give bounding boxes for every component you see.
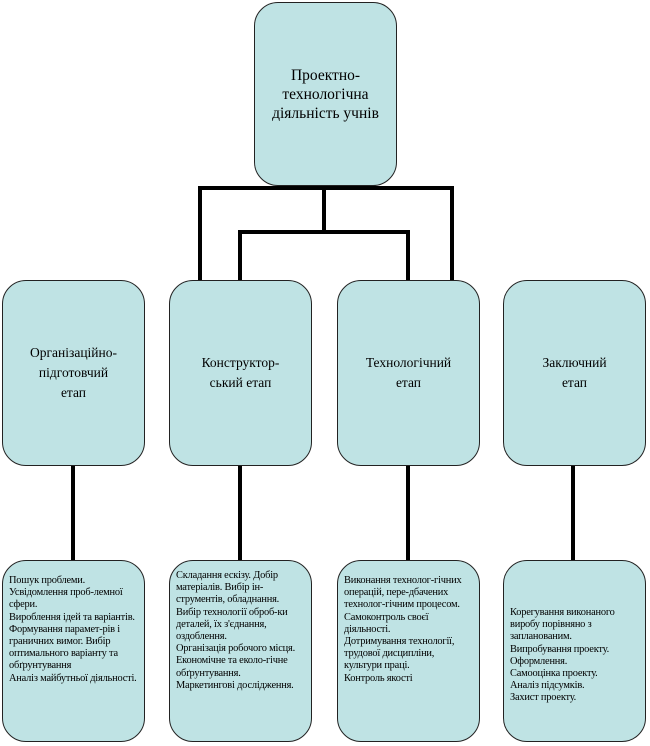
- detail-item: Контроль якості: [344, 672, 413, 684]
- root-node: Проектно- технологічна діяльність учнів: [254, 2, 397, 186]
- detail-item: Корегування виконаного виробу порівняно …: [510, 607, 615, 643]
- stage-details-organizational: Пошук проблеми. Усвідомлення проб-лемної…: [2, 560, 145, 742]
- detail-item: Виконання технолог-гічних операцій, пере…: [344, 575, 462, 611]
- root-title-line: технологічна: [282, 85, 369, 103]
- detail-item: Складання ескізу. Добір матеріалів. Вибі…: [176, 570, 288, 643]
- stage-node-technological: Технологічний етап: [337, 280, 480, 466]
- stage-title-line: ський етап: [209, 375, 272, 390]
- stage-details-final: Корегування виконаного виробу порівняно …: [503, 560, 646, 742]
- stage-title-line: Технологічний: [365, 355, 452, 370]
- stage-title-line: Заключний: [542, 355, 607, 370]
- detail-item: Аналіз підсумків.: [510, 680, 585, 692]
- root-title: Проектно- технологічна діяльність учнів: [272, 66, 379, 123]
- stage-title: Технологічний етап: [366, 353, 451, 393]
- stage-title-line: етап: [561, 375, 588, 390]
- detail-item: Самооцінка проекту.: [510, 668, 598, 680]
- stage-title: Заключний етап: [542, 353, 606, 393]
- detail-item: Самоконтроль своєї діяльності.: [344, 611, 429, 635]
- stage-node-design: Конструктор- ський етап: [169, 280, 312, 466]
- stage-details-design: Складання ескізу. Добір матеріалів. Вибі…: [169, 560, 312, 742]
- detail-item: Економічне та еколо-гічне обґрунтування.: [176, 655, 288, 679]
- detail-item: Організація робочого місця.: [176, 643, 295, 655]
- detail-item: Аналіз майбутньої діяльності.: [9, 672, 137, 684]
- detail-item: Вироблення ідей та варіантів.: [9, 611, 135, 623]
- detail-item: Пошук проблеми. Усвідомлення проб-лемної…: [9, 575, 123, 611]
- root-title-line: діяльність учнів: [272, 104, 379, 122]
- detail-item: Оформлення.: [510, 655, 568, 667]
- stage-title: Організаційно- підготовчий етап: [30, 343, 117, 403]
- stage-node-final: Заключний етап: [503, 280, 646, 466]
- stage-node-organizational: Організаційно- підготовчий етап: [2, 280, 145, 466]
- detail-item: Захист проекту.: [510, 692, 577, 704]
- root-title-line: Проектно-: [290, 66, 361, 84]
- detail-item: Формування парамет-рів і граничних вимог…: [9, 623, 120, 672]
- stage-title: Конструктор- ський етап: [202, 353, 280, 393]
- stage-title-line: етап: [395, 375, 422, 390]
- detail-item: Дотримування технології, трудової дисцип…: [344, 636, 455, 672]
- stage-title-line: підготовчий: [38, 365, 109, 380]
- detail-item: Випробування проекту.: [510, 643, 609, 655]
- stage-title-line: Організаційно-: [30, 345, 117, 360]
- stage-title-line: Конструктор-: [201, 355, 280, 370]
- stage-details-technological: Виконання технолог-гічних операцій, пере…: [337, 560, 480, 742]
- stage-title-line: етап: [60, 385, 87, 400]
- detail-item: Маркетингові дослідження.: [176, 679, 294, 691]
